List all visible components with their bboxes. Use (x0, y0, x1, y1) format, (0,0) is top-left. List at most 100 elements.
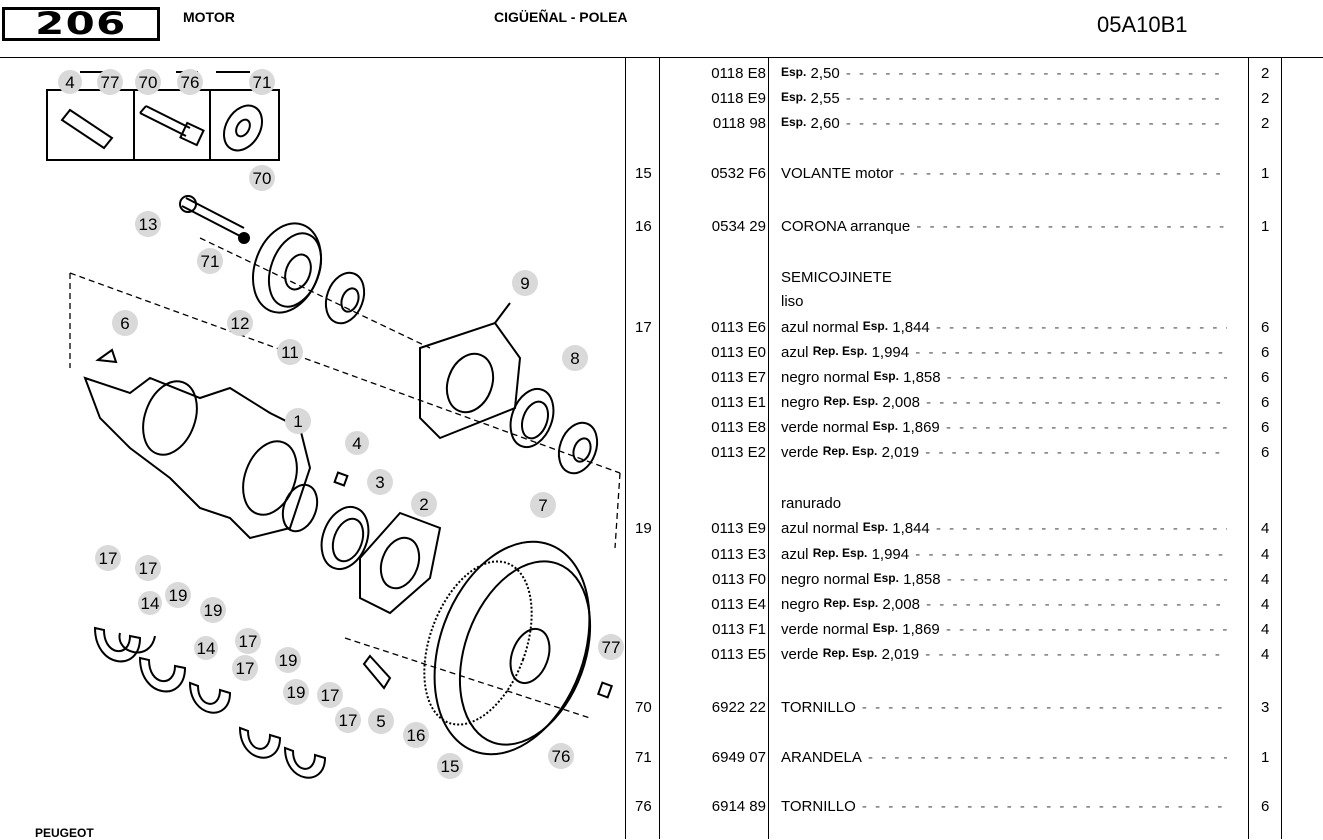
quantity-cell: 1 (1261, 749, 1270, 766)
leader-dots: - - - - - - - - - - - - - - - - - - - - … (926, 394, 1227, 411)
callout-label: 7 (538, 496, 547, 515)
leader-dots: - - - - - - - - - - - - - - - - - - - - … (868, 749, 1227, 766)
column-divider (1281, 58, 1282, 839)
quantity-cell: 6 (1261, 444, 1270, 461)
callout-labels: 4 77 70 76 71 70 13 71 9 12 6 11 8 1 4 3… (58, 69, 624, 779)
callout-label: 70 (253, 169, 272, 188)
description-cell: negro Rep. Esp. 2,008 - - - - - - - - - … (781, 595, 1227, 615)
description-cell: Esp. 2,60 - - - - - - - - - - - - - - - … (781, 114, 1227, 134)
spec-value: 2,50 (810, 65, 840, 82)
spec-label: Rep. Esp. (822, 646, 878, 660)
part-number-cell: 0113 E3 (711, 546, 766, 563)
description-text: negro (781, 394, 820, 411)
part-number-cell: 0113 E1 (711, 394, 766, 411)
quantity-cell: 2 (1261, 65, 1270, 82)
column-divider (625, 58, 626, 839)
part-number-cell: 0118 E8 (711, 65, 766, 82)
page-code: 05A10B1 (1097, 12, 1188, 37)
part-number-cell: 0113 F0 (712, 571, 766, 588)
spec-label: Esp. (873, 369, 899, 383)
callout-label: 19 (279, 651, 298, 670)
spec-label: Esp. (781, 90, 807, 104)
part-number-cell: 0118 98 (712, 115, 766, 132)
callout-label: 19 (204, 601, 223, 620)
quantity-cell: 3 (1261, 699, 1270, 716)
callout-label: 9 (520, 274, 529, 293)
leader-dots: - - - - - - - - - - - - - - - - - - - - … (946, 369, 1227, 386)
description-text: negro (781, 596, 820, 613)
callout-label: 1 (293, 412, 302, 431)
callout-label: 11 (281, 343, 299, 362)
spec-value: 1,994 (871, 344, 910, 361)
callout-label: 76 (552, 747, 571, 766)
leader-dots: - - - - - - - - - - - - - - - - - - - - … (935, 520, 1227, 537)
part-number-cell: 0532 F6 (710, 165, 766, 182)
leader-dots: - - - - - - - - - - - - - - - - - - - - … (845, 90, 1227, 107)
quantity-cell: 2 (1261, 115, 1270, 132)
spec-value: 2,55 (810, 90, 840, 107)
description-text: SEMICOJINETE (781, 269, 892, 286)
spec-value: 2,008 (882, 394, 920, 411)
quantity-cell: 6 (1261, 319, 1270, 336)
callout-label: 19 (287, 683, 306, 702)
leader-dots: - - - - - - - - - - - - - - - - - - - - … (861, 699, 1227, 716)
callout-label: 3 (375, 473, 384, 492)
description-text: azul normal (781, 319, 859, 336)
ref-cell: 70 (635, 699, 652, 716)
quantity-cell: 4 (1261, 520, 1270, 537)
part-number-cell: 0534 29 (711, 218, 766, 235)
description-text: verde (781, 646, 819, 663)
callout-label: 17 (239, 632, 258, 651)
part-number-cell: 6922 22 (711, 699, 766, 716)
callout-label: 17 (236, 659, 255, 678)
section-label: MOTOR (183, 9, 235, 25)
description-cell: CORONA arranque - - - - - - - - - - - - … (781, 217, 1227, 237)
ref-cell: 16 (635, 218, 652, 235)
quantity-cell: 2 (1261, 90, 1270, 107)
description-cell: azul Rep. Esp. 1,994 - - - - - - - - - -… (781, 343, 1227, 363)
callout-label: 70 (139, 73, 158, 92)
description-cell: SEMICOJINETE (781, 268, 1227, 288)
description-cell: verde normal Esp. 1,869 - - - - - - - - … (781, 620, 1227, 640)
description-cell: ARANDELA - - - - - - - - - - - - - - - -… (781, 748, 1227, 768)
part-number-cell: 0113 E6 (711, 319, 766, 336)
description-cell: verde Rep. Esp. 2,019 - - - - - - - - - … (781, 645, 1227, 665)
quantity-cell: 4 (1261, 621, 1270, 638)
callout-label: 8 (570, 349, 579, 368)
spec-value: 1,844 (892, 319, 930, 336)
column-divider (1248, 58, 1249, 839)
callout-label: 6 (120, 314, 129, 333)
spec-value: 1,869 (902, 621, 940, 638)
model-badge: 206 (2, 6, 160, 42)
model-number: 206 (35, 6, 127, 42)
spec-label: Esp. (781, 115, 807, 129)
part-number-cell: 0113 E9 (711, 520, 766, 537)
leader-dots: - - - - - - - - - - - - - - - - - - - - … (935, 319, 1227, 336)
quantity-cell: 4 (1261, 571, 1270, 588)
callout-label: 19 (169, 586, 188, 605)
part-number-cell: 6949 07 (711, 749, 766, 766)
callout-label: 17 (139, 559, 158, 578)
callout-label: 4 (65, 73, 74, 92)
page-title: CIGÜEÑAL - POLEA (494, 9, 628, 25)
ref-cell: 15 (635, 165, 652, 182)
spec-value: 1,994 (871, 546, 910, 563)
ref-cell: 19 (635, 520, 652, 537)
description-cell: Esp. 2,55 - - - - - - - - - - - - - - - … (781, 89, 1227, 109)
description-cell: negro normal Esp. 1,858 - - - - - - - - … (781, 570, 1227, 590)
header-divider (0, 57, 1323, 58)
quantity-cell: 1 (1261, 165, 1270, 182)
description-text: verde normal (781, 621, 869, 638)
description-cell: verde normal Esp. 1,869 - - - - - - - - … (781, 418, 1227, 438)
leader-dots: - - - - - - - - - - - - - - - - - - - - … (915, 344, 1227, 361)
spec-label: Rep. Esp. (812, 344, 868, 358)
spec-label: Esp. (862, 319, 889, 333)
spec-value: 1,844 (892, 520, 930, 537)
description-cell: Esp. 2,50 - - - - - - - - - - - - - - - … (781, 64, 1227, 84)
spec-value: 1,869 (902, 419, 940, 436)
quantity-cell: 6 (1261, 798, 1270, 815)
spec-label: Esp. (872, 419, 899, 433)
callout-label: 77 (602, 638, 621, 657)
column-divider (768, 58, 769, 839)
spec-value: 2,019 (881, 444, 920, 461)
